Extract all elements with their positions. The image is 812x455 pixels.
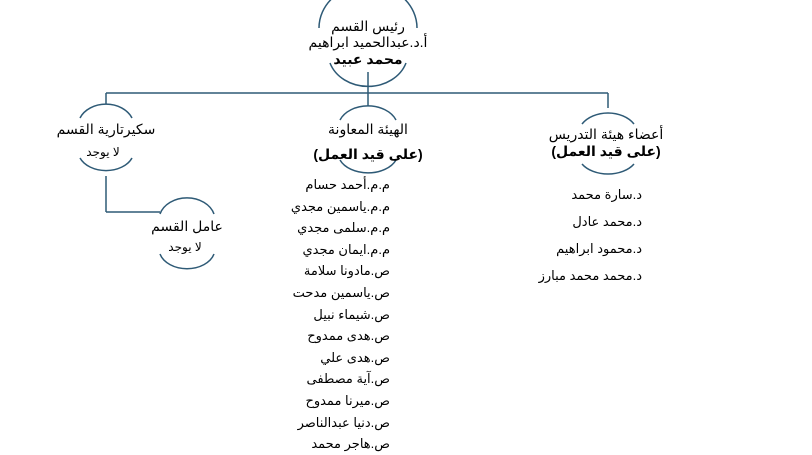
worker-value: لا يوجد (168, 240, 202, 254)
list-item: د.محمد محمد مبارز (538, 268, 642, 283)
list-item: ص.دنيا عبدالناصر (297, 414, 390, 430)
list-item: م.م.أحمد حسام (305, 177, 390, 192)
head-title: رئيس القسم (331, 18, 405, 34)
list-item: ص.مادونا سلامة (303, 263, 390, 279)
assistant-bottom-arc (339, 159, 397, 174)
list-item: ص.هدى ممدوح (307, 328, 390, 344)
list-item: م.م.ياسمين مجدي (290, 198, 390, 214)
list-item: م.م.ايمان مجدي (302, 241, 390, 257)
secretariat-top-arc (79, 103, 133, 119)
list-item: ص.هدى علي (320, 349, 390, 365)
assistant-subtitle: (على قيد العمل) (313, 146, 423, 162)
list-item: د.سارة محمد (571, 187, 642, 202)
assistant-members-list: م.م.أحمد حسام م.م.ياسمين مجدي م.م.سلمى م… (291, 174, 390, 455)
faculty-title: أعضاء هيئة التدريس (548, 126, 664, 142)
worker-top-arc (159, 197, 215, 215)
list-item: م.م.سلمى مجدي (297, 220, 390, 236)
list-item: ص.ياسمين مدحت (292, 284, 390, 300)
worker-bottom-arc (159, 253, 215, 270)
list-item: ص.ميرنا ممدوح (305, 392, 390, 408)
secretariat-title: سكيرتارية القسم (56, 121, 156, 137)
faculty-members-list: د.سارة محمد د.محمد عادل د.محمود ابراهيم … (539, 181, 642, 289)
head-name-line2: محمد عبيد (333, 51, 403, 67)
list-item: ص.آية مصطفى (306, 371, 390, 387)
faculty-subtitle: (على قيد العمل) (551, 143, 661, 159)
head-node-top-arc (318, 0, 418, 29)
list-item: ص.هاجر محمد (311, 436, 390, 452)
faculty-top-arc (581, 112, 635, 125)
assistant-top-arc (339, 105, 397, 121)
secretariat-value: لا يوجد (86, 145, 120, 159)
list-item: ص.شيماء نبيل (313, 306, 390, 322)
assistant-title: الهيئة المعاونة (328, 121, 408, 137)
list-item: د.محمد عادل (572, 214, 642, 229)
secretariat-bottom-arc (79, 157, 133, 172)
worker-title: عامل القسم (151, 218, 223, 234)
faculty-bottom-arc (581, 163, 635, 175)
head-name-line1: أ.د.عبدالحميد ابراهيم (308, 34, 428, 50)
list-item: د.محمود ابراهيم (556, 241, 642, 256)
